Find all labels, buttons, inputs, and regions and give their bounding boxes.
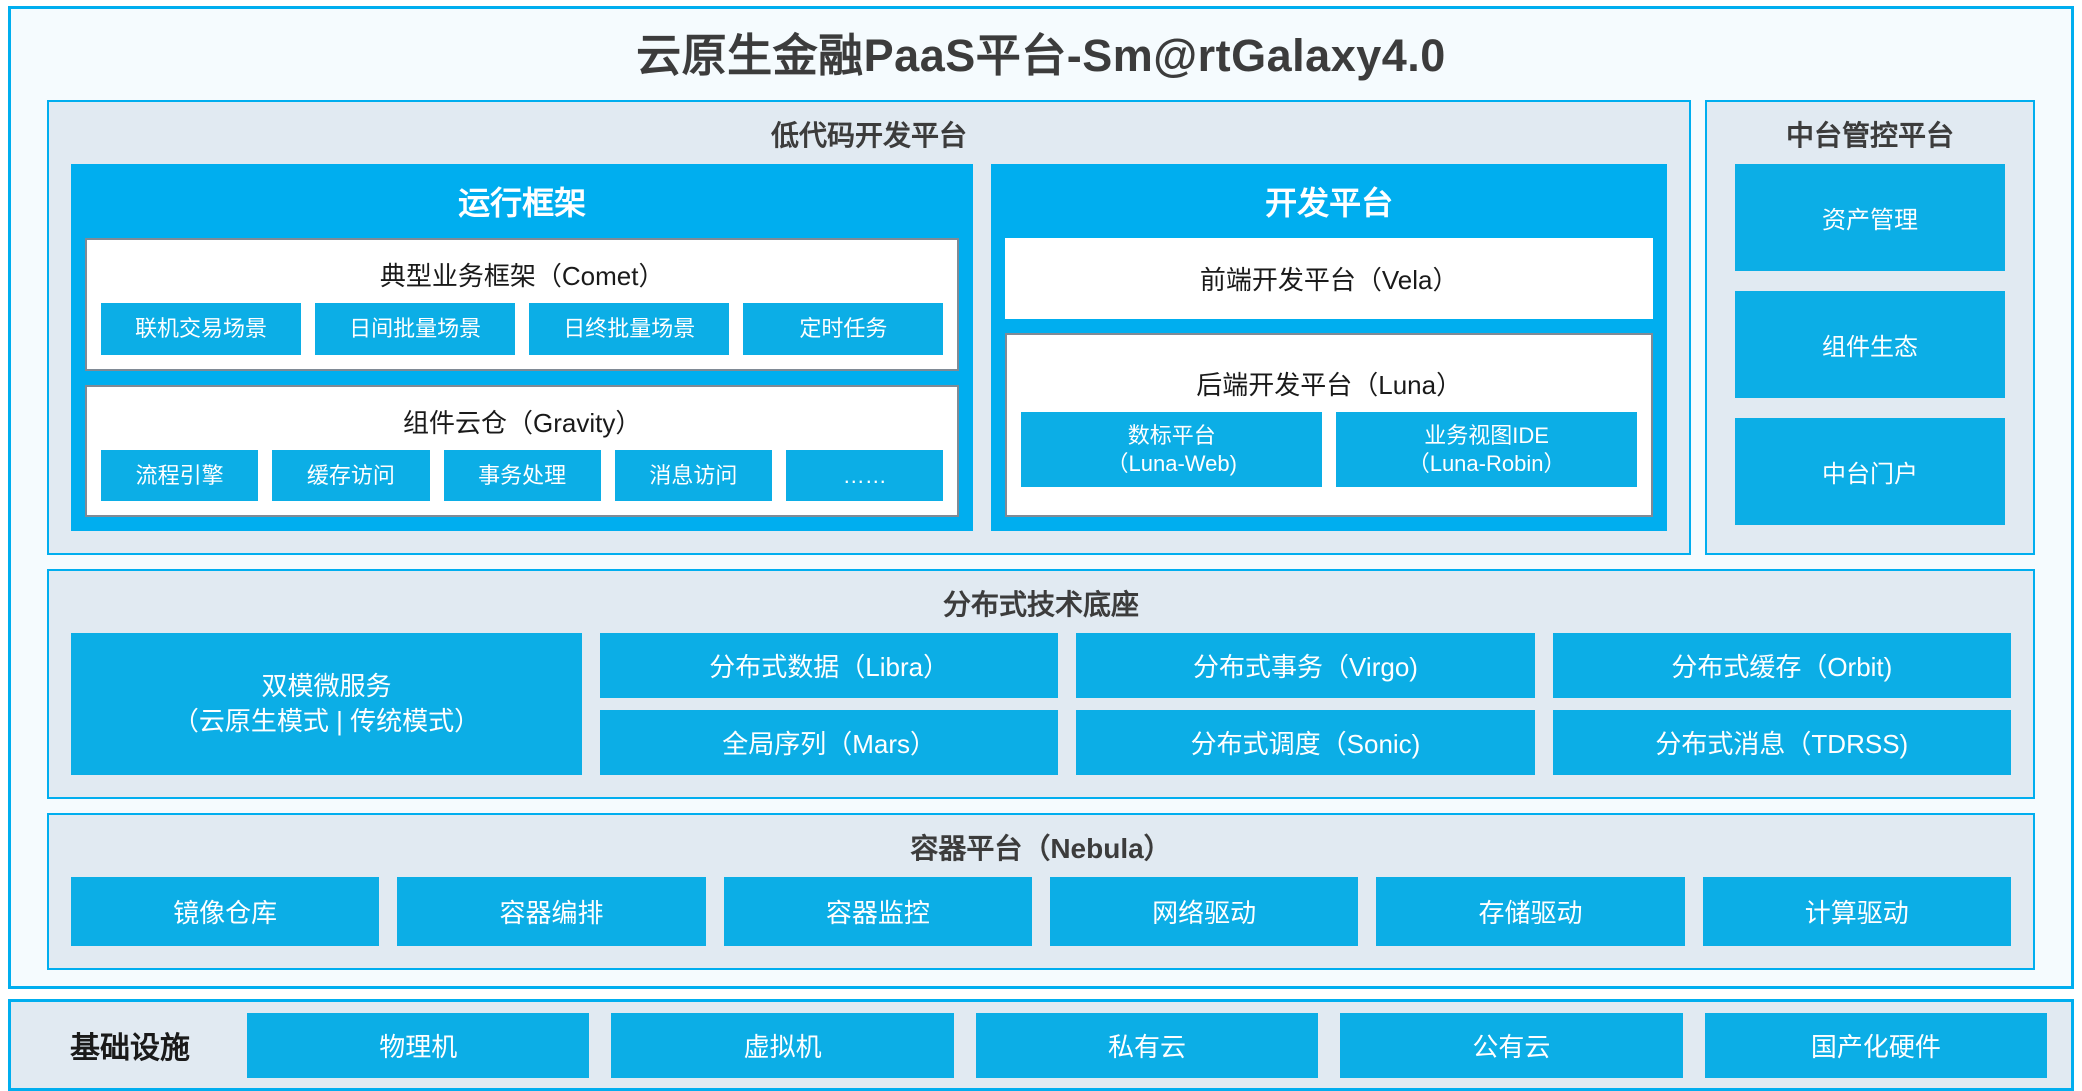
tech-column-1: 分布式事务（Virgo) 分布式调度（Sonic) [1076, 633, 1535, 776]
comet-item-1[interactable]: 日间批量场景 [315, 303, 516, 355]
vela-box[interactable]: 前端开发平台（Vela） [1005, 238, 1653, 320]
luna-title: 后端开发平台（Luna） [1196, 370, 1463, 401]
tech-item-tdrss[interactable]: 分布式消息（TDRSS) [1552, 710, 2011, 776]
infra-item-4[interactable]: 国产化硬件 [1704, 1012, 2048, 1078]
container-item-4[interactable]: 存储驱动 [1376, 877, 1685, 947]
dev-platform-card: 开发平台 前端开发平台（Vela） 后端开发平台（Luna） 数标平台 （Lun… [991, 164, 1667, 532]
comet-box: 典型业务框架（Comet） 联机交易场景 日间批量场景 日终批量场景 定时任务 [85, 238, 960, 371]
luna-item-1-line1: 业务视图IDE [1424, 423, 1549, 449]
luna-box: 后端开发平台（Luna） 数标平台 （Luna-Web) 业务视图IDE （Lu… [1005, 333, 1653, 518]
dev-platform-title: 开发平台 [1265, 185, 1394, 222]
gravity-item-3[interactable]: 消息访问 [614, 449, 773, 502]
platform-frame: 云原生金融PaaS平台-Sm@rtGalaxy4.0 低代码开发平台 运行框架 … [8, 6, 2074, 990]
gravity-item-1[interactable]: 缓存访问 [272, 449, 430, 502]
comet-item-0[interactable]: 联机交易场景 [101, 303, 302, 355]
luna-item-0[interactable]: 数标平台 （Luna-Web) [1021, 412, 1323, 488]
microservice-line2: （云原生模式 | 传统模式） [172, 706, 481, 737]
midoffice-body: 资产管理 组件生态 中台门户 [1707, 164, 2033, 553]
runtime-stack: 典型业务框架（Comet） 联机交易场景 日间批量场景 日终批量场景 定时任务 … [85, 238, 960, 518]
diagram-root: 云原生金融PaaS平台-Sm@rtGalaxy4.0 低代码开发平台 运行框架 … [8, 6, 2074, 1091]
tech-column-0: 分布式数据（Libra） 全局序列（Mars） [600, 633, 1059, 776]
midoffice-item-0[interactable]: 资产管理 [1735, 164, 2005, 272]
container-platform-body: 镜像仓库 容器编排 容器监控 网络驱动 存储驱动 计算驱动 [49, 877, 2033, 968]
container-platform-title: 容器平台（Nebula） [910, 833, 1172, 865]
container-item-2[interactable]: 容器监控 [723, 877, 1032, 947]
luna-chip-row: 数标平台 （Luna-Web) 业务视图IDE （Luna-Robin） [1021, 412, 1637, 488]
runtime-framework-title: 运行框架 [458, 185, 587, 222]
gravity-box: 组件云仓（Gravity） 流程引擎 缓存访问 事务处理 消息访问 …… [85, 384, 960, 518]
tech-item-orbit[interactable]: 分布式缓存（Orbit) [1552, 633, 2011, 699]
container-platform-panel: 容器平台（Nebula） 镜像仓库 容器编排 容器监控 网络驱动 存储驱动 计算… [47, 813, 2035, 971]
tech-foundation-panel: 分布式技术底座 双模微服务 （云原生模式 | 传统模式） 分布式数据（Libra… [47, 569, 2035, 800]
microservice-box[interactable]: 双模微服务 （云原生模式 | 传统模式） [71, 633, 582, 776]
tech-item-virgo[interactable]: 分布式事务（Virgo) [1076, 633, 1535, 699]
container-item-1[interactable]: 容器编排 [397, 877, 706, 947]
infra-item-0[interactable]: 物理机 [247, 1012, 590, 1078]
lowcode-title: 低代码开发平台 [770, 120, 967, 152]
comet-item-3[interactable]: 定时任务 [743, 303, 944, 355]
midoffice-title: 中台管控平台 [1785, 120, 1954, 152]
gravity-item-4[interactable]: …… [786, 449, 944, 502]
luna-item-0-line1: 数标平台 [1127, 423, 1216, 449]
tech-item-sonic[interactable]: 分布式调度（Sonic) [1076, 710, 1535, 776]
dev-stack: 前端开发平台（Vela） 后端开发平台（Luna） 数标平台 （Luna-Web… [1005, 238, 1653, 518]
infrastructure-panel: 基础设施 物理机 虚拟机 私有云 公有云 国产化硬件 [8, 999, 2074, 1091]
gravity-item-0[interactable]: 流程引擎 [101, 449, 259, 502]
midoffice-item-2[interactable]: 中台门户 [1735, 418, 2005, 526]
tech-foundation-body: 双模微服务 （云原生模式 | 传统模式） 分布式数据（Libra） 全局序列（M… [49, 633, 2033, 797]
luna-item-1-line2: （Luna-Robin） [1407, 450, 1566, 476]
comet-chip-row: 联机交易场景 日间批量场景 日终批量场景 定时任务 [101, 303, 944, 355]
comet-title: 典型业务框架（Comet） [379, 261, 665, 292]
luna-item-1[interactable]: 业务视图IDE （Luna-Robin） [1336, 412, 1637, 488]
lowcode-panel: 低代码开发平台 运行框架 典型业务框架（Comet） 联机交易场景 日间批量场景 [47, 100, 1691, 556]
container-item-3[interactable]: 网络驱动 [1049, 877, 1359, 947]
tech-item-libra[interactable]: 分布式数据（Libra） [600, 633, 1059, 699]
gravity-item-2[interactable]: 事务处理 [443, 449, 601, 502]
infra-item-2[interactable]: 私有云 [975, 1012, 1319, 1078]
tech-column-2: 分布式缓存（Orbit) 分布式消息（TDRSS) [1552, 633, 2011, 776]
tech-item-mars[interactable]: 全局序列（Mars） [600, 710, 1059, 776]
infra-item-3[interactable]: 公有云 [1340, 1012, 1683, 1078]
microservice-line1: 双模微服务 [261, 671, 392, 702]
gravity-title: 组件云仓（Gravity） [403, 407, 642, 438]
midoffice-item-1[interactable]: 组件生态 [1735, 291, 2005, 399]
midoffice-panel: 中台管控平台 资产管理 组件生态 中台门户 [1705, 100, 2035, 556]
tech-foundation-title: 分布式技术底座 [942, 589, 1139, 621]
container-item-0[interactable]: 镜像仓库 [71, 877, 380, 947]
page-title: 云原生金融PaaS平台-Sm@rtGalaxy4.0 [636, 30, 1446, 81]
runtime-framework-card: 运行框架 典型业务框架（Comet） 联机交易场景 日间批量场景 日终批量场景 … [71, 164, 974, 532]
infra-item-1[interactable]: 虚拟机 [611, 1012, 954, 1078]
comet-item-2[interactable]: 日终批量场景 [529, 303, 730, 355]
top-row: 低代码开发平台 运行框架 典型业务框架（Comet） 联机交易场景 日间批量场景 [47, 100, 2035, 556]
infrastructure-label: 基础设施 [70, 1032, 190, 1066]
container-item-5[interactable]: 计算驱动 [1702, 877, 2011, 947]
lowcode-body: 运行框架 典型业务框架（Comet） 联机交易场景 日间批量场景 日终批量场景 … [49, 164, 1689, 553]
gravity-chip-row: 流程引擎 缓存访问 事务处理 消息访问 …… [101, 449, 944, 502]
luna-item-0-line2: （Luna-Web) [1106, 450, 1237, 476]
